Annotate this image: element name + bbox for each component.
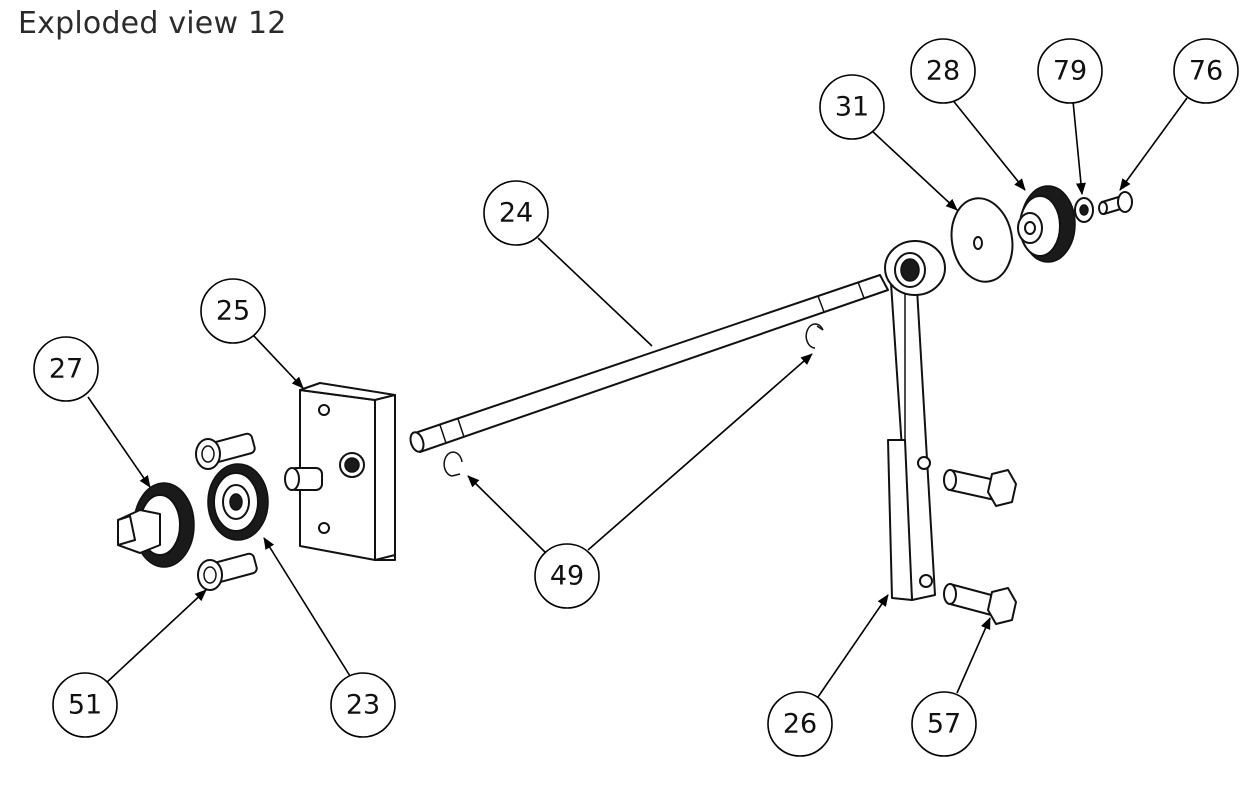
balloon-76: 76	[1173, 38, 1239, 104]
balloon-label: 51	[68, 690, 102, 721]
leader-51	[104, 589, 207, 685]
balloon-label: 28	[926, 56, 960, 87]
small-screw-part-76	[1098, 191, 1133, 215]
balloon-49: 49	[534, 543, 600, 609]
leader-28	[950, 97, 1026, 191]
small-washer-part-79	[1074, 197, 1094, 223]
balloon-31: 31	[819, 74, 885, 140]
balloon-26: 26	[767, 691, 833, 757]
lever-arm-part-26	[884, 240, 946, 601]
balloon-label: 25	[216, 296, 250, 327]
cap-screw-lower-part-51	[197, 552, 258, 591]
balloon-label: 27	[49, 354, 83, 385]
leader-24	[537, 237, 653, 347]
plate-part-25	[284, 382, 396, 561]
retaining-clip-right-part-49	[805, 323, 824, 349]
leader-27	[87, 396, 151, 488]
balloon-label: 79	[1053, 56, 1087, 87]
leader-25	[252, 334, 304, 389]
leader-31	[870, 129, 958, 211]
leader-49-left	[467, 475, 548, 555]
leader-lines	[87, 97, 1188, 698]
gear-part-23	[207, 463, 269, 541]
balloon-79: 79	[1037, 38, 1103, 104]
gear-part-27	[117, 482, 195, 568]
leader-76	[1119, 97, 1188, 191]
balloon-57: 57	[911, 691, 977, 757]
balloon-label: 31	[835, 92, 869, 123]
balloon-24: 24	[483, 180, 549, 246]
hex-bolt-lower-part-57	[943, 583, 1017, 625]
balloon-51: 51	[52, 672, 118, 738]
balloon-25: 25	[200, 278, 266, 344]
balloon-label: 76	[1189, 56, 1223, 87]
balloon-27: 27	[33, 336, 99, 402]
balloon-label: 23	[346, 690, 380, 721]
balloon-label: 49	[550, 561, 584, 592]
leader-79	[1072, 100, 1086, 195]
leader-23	[263, 537, 351, 677]
leader-49-right	[587, 353, 813, 551]
balloon-23: 23	[330, 672, 396, 738]
retaining-clip-left-part-49	[443, 451, 463, 477]
diagram-title: Exploded view 12	[18, 6, 287, 41]
sprocket-part-28	[1017, 185, 1076, 263]
leader-57	[956, 617, 991, 694]
leader-26	[817, 594, 889, 698]
balloon-label: 26	[783, 709, 817, 740]
shaft-part-24	[409, 274, 889, 453]
cap-screw-upper-part-51	[195, 432, 256, 470]
hex-bolt-upper-part-57	[943, 469, 1017, 507]
balloon-label: 24	[499, 198, 533, 229]
balloon-28: 28	[910, 38, 976, 104]
washer-disc-part-31	[950, 197, 1014, 283]
balloon-label: 57	[927, 709, 961, 740]
